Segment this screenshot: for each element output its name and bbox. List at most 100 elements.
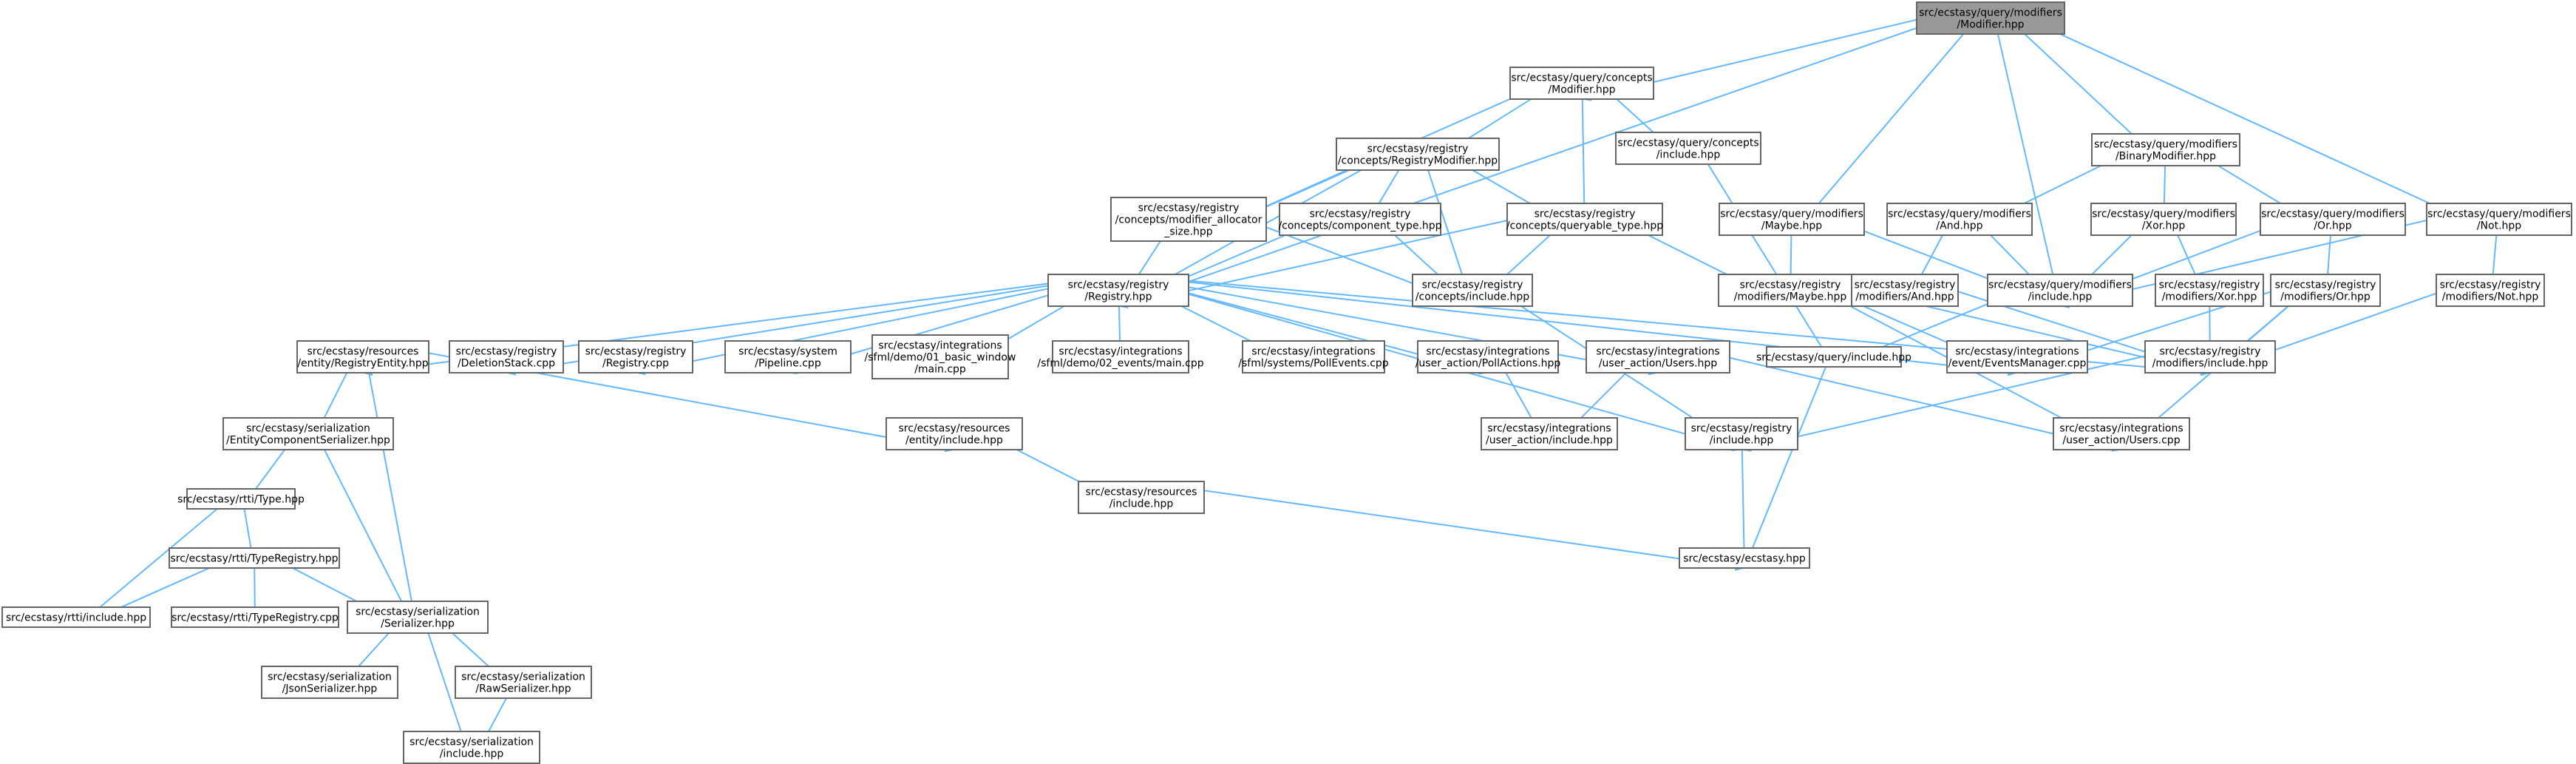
node-ecstasy[interactable]: src/ecstasy/ecstasy.hpp bbox=[1679, 547, 1810, 569]
node-qand[interactable]: src/ecstasy/query/modifiers/And.hpp bbox=[1886, 203, 2033, 236]
edge-line bbox=[307, 417, 415, 626]
node-entinc[interactable]: src/ecstasy/resources/entity/include.hpp bbox=[886, 417, 1023, 450]
node-box bbox=[171, 606, 339, 628]
edge-regentity-serializer bbox=[362, 340, 421, 635]
node-jsonser[interactable]: src/ecstasy/serialization/JsonSerializer… bbox=[261, 666, 398, 699]
node-label: /Xor.hpp bbox=[2142, 220, 2186, 232]
node-rnot[interactable]: src/ecstasy/registry/modifiers/Not.hpp bbox=[2436, 274, 2545, 307]
edge-line bbox=[1750, 340, 2211, 449]
node-label: src/ecstasy/rtti/include.hpp bbox=[6, 612, 146, 624]
node-reginc[interactable]: src/ecstasy/registry/include.hpp bbox=[1685, 417, 1798, 450]
node-label: /Maybe.hpp bbox=[1761, 220, 1822, 232]
node-eventsmgr[interactable]: src/ecstasy/integrations/event/EventsMan… bbox=[1946, 340, 2088, 373]
node-box bbox=[1586, 340, 1730, 373]
node-label: src/ecstasy/query/modifiers bbox=[1888, 209, 2031, 220]
node-pollactions[interactable]: src/ecstasy/integrations/user_action/Pol… bbox=[1416, 340, 1561, 373]
node-rand[interactable]: src/ecstasy/registry/modifiers/And.hpp bbox=[1851, 274, 1959, 307]
node-rawser[interactable]: src/ecstasy/serialization/RawSerializer.… bbox=[455, 666, 592, 699]
node-box bbox=[2053, 417, 2190, 450]
node-label: src/ecstasy/registry bbox=[1855, 280, 1956, 291]
node-label: src/ecstasy/registry bbox=[2159, 280, 2260, 291]
node-label: src/ecstasy/query/modifiers bbox=[2094, 139, 2237, 151]
node-sfml01[interactable]: src/ecstasy/integrations/sfml/demo/01_ba… bbox=[865, 334, 1016, 379]
node-box bbox=[1886, 203, 2033, 236]
node-regcpp[interactable]: src/ecstasy/registry/Registry.cpp bbox=[578, 340, 693, 373]
node-label: _size.hpp bbox=[1163, 226, 1212, 238]
node-comptype[interactable]: src/ecstasy/registry/concepts/component_… bbox=[1278, 203, 1442, 236]
node-label: /include.hpp bbox=[1109, 498, 1174, 510]
node-rmaybe[interactable]: src/ecstasy/registry/modifiers/Maybe.hpp bbox=[1718, 274, 1863, 307]
node-box bbox=[1685, 417, 1798, 450]
node-label: /concepts/RegistryModifier.hpp bbox=[1338, 155, 1498, 167]
node-regentity[interactable]: src/ecstasy/resources/entity/RegistryEnt… bbox=[296, 340, 429, 373]
node-modifier[interactable]: src/ecstasy/query/modifiers/Modifier.hpp bbox=[1916, 1, 2065, 35]
node-rminc[interactable]: src/ecstasy/registry/modifiers/include.h… bbox=[2144, 340, 2276, 373]
node-userscpp[interactable]: src/ecstasy/integrations/user_action/Use… bbox=[2053, 417, 2190, 450]
node-label: /concepts/modifier_allocator bbox=[1115, 214, 1262, 226]
node-serializer[interactable]: src/ecstasy/serialization/Serializer.hpp bbox=[347, 601, 489, 634]
node-label: /Or.hpp bbox=[2314, 220, 2351, 232]
node-label: /user_action/Users.hpp bbox=[1599, 358, 1717, 370]
node-typereg[interactable]: src/ecstasy/rtti/TypeRegistry.hpp bbox=[169, 547, 340, 569]
node-label: src/ecstasy/serialization bbox=[409, 737, 534, 748]
node-qmaybe[interactable]: src/ecstasy/query/modifiers/Maybe.hpp bbox=[1719, 203, 1865, 236]
node-uainc[interactable]: src/ecstasy/integrations/user_action/inc… bbox=[1481, 417, 1618, 450]
node-pollevents[interactable]: src/ecstasy/integrations/sfml/systems/Po… bbox=[1238, 340, 1389, 373]
node-box bbox=[1, 606, 151, 628]
node-box bbox=[724, 340, 852, 373]
node-queryable[interactable]: src/ecstasy/registry/concepts/queryable_… bbox=[1506, 203, 1663, 236]
node-label: /modifiers/Or.hpp bbox=[2280, 291, 2371, 303]
node-label: src/ecstasy/registry bbox=[2275, 280, 2376, 291]
node-box bbox=[2260, 203, 2406, 236]
node-ecsser[interactable]: src/ecstasy/serialization/EntityComponen… bbox=[222, 417, 394, 450]
node-registry[interactable]: src/ecstasy/registry/Registry.hpp bbox=[1047, 274, 1189, 307]
node-typeregcpp[interactable]: src/ecstasy/rtti/TypeRegistry.cpp bbox=[171, 606, 339, 628]
node-qminc[interactable]: src/ecstasy/query/modifiers/include.hpp bbox=[1987, 274, 2133, 307]
node-label: src/ecstasy/integrations bbox=[1058, 346, 1182, 358]
node-qinc[interactable]: src/ecstasy/query/include.hpp bbox=[1756, 346, 1911, 368]
node-label: src/ecstasy/query/concepts bbox=[1617, 138, 1758, 149]
node-label: /main.cpp bbox=[914, 364, 966, 376]
node-sfml02[interactable]: src/ecstasy/integrations/sfml/demo/02_ev… bbox=[1037, 340, 1204, 373]
node-delstack[interactable]: src/ecstasy/registry/DeletionStack.cpp bbox=[449, 340, 564, 373]
edge-line bbox=[1688, 132, 1830, 360]
node-box bbox=[2436, 274, 2545, 307]
node-box bbox=[1078, 481, 1205, 514]
node-label: /entity/include.hpp bbox=[905, 435, 1003, 447]
node-modalloc[interactable]: src/ecstasy/registry/concepts/modifier_a… bbox=[1110, 197, 1267, 242]
node-label: src/ecstasy/integrations bbox=[878, 340, 1002, 352]
node-binmod[interactable]: src/ecstasy/query/modifiers/BinaryModifi… bbox=[2091, 133, 2240, 166]
node-box bbox=[2155, 274, 2264, 307]
node-qxor[interactable]: src/ecstasy/query/modifiers/Xor.hpp bbox=[2090, 203, 2237, 236]
node-label: src/ecstasy/query/modifiers bbox=[2261, 209, 2405, 220]
node-serinc[interactable]: src/ecstasy/serialization/include.hpp bbox=[403, 731, 540, 764]
node-ror[interactable]: src/ecstasy/registry/modifiers/Or.hpp bbox=[2270, 274, 2381, 307]
node-qnot[interactable]: src/ecstasy/query/modifiers/Not.hpp bbox=[2426, 203, 2572, 236]
node-box bbox=[296, 340, 429, 373]
node-usershpp[interactable]: src/ecstasy/integrations/user_action/Use… bbox=[1586, 340, 1730, 373]
node-label: src/ecstasy/serialization bbox=[268, 672, 392, 683]
node-regmod[interactable]: src/ecstasy/registry/concepts/RegistryMo… bbox=[1336, 138, 1500, 171]
node-cmod[interactable]: src/ecstasy/query/concepts/Modifier.hpp bbox=[1509, 67, 1654, 100]
node-cinc[interactable]: src/ecstasy/query/concepts/include.hpp bbox=[1615, 132, 1761, 165]
node-label: /event/EventsManager.cpp bbox=[1948, 358, 2087, 370]
node-qor[interactable]: src/ecstasy/query/modifiers/Or.hpp bbox=[2260, 203, 2406, 236]
edge-line bbox=[1990, 1, 2492, 232]
node-label: src/ecstasy/query/concepts bbox=[1511, 72, 1652, 84]
node-label: src/ecstasy/serialization bbox=[246, 423, 370, 435]
node-label: /modifiers/Not.hpp bbox=[2442, 291, 2539, 303]
node-label: /Pipeline.cpp bbox=[755, 358, 821, 370]
node-rxor[interactable]: src/ecstasy/registry/modifiers/Xor.hpp bbox=[2155, 274, 2264, 307]
node-label: src/ecstasy/rtti/TypeRegistry.cpp bbox=[171, 612, 339, 624]
node-resinc[interactable]: src/ecstasy/resources/include.hpp bbox=[1078, 481, 1205, 514]
node-rttiinc[interactable]: src/ecstasy/rtti/include.hpp bbox=[1, 606, 151, 628]
node-box bbox=[1417, 340, 1559, 373]
node-pipeline[interactable]: src/ecstasy/system/Pipeline.cpp bbox=[724, 340, 852, 373]
node-box bbox=[186, 488, 296, 510]
node-rcinc[interactable]: src/ecstasy/registry/concepts/include.hp… bbox=[1412, 274, 1533, 307]
node-label: src/ecstasy/registry bbox=[2440, 280, 2541, 291]
node-rtype[interactable]: src/ecstasy/rtti/Type.hpp bbox=[177, 488, 305, 510]
node-label: src/ecstasy/resources bbox=[1086, 487, 1197, 498]
